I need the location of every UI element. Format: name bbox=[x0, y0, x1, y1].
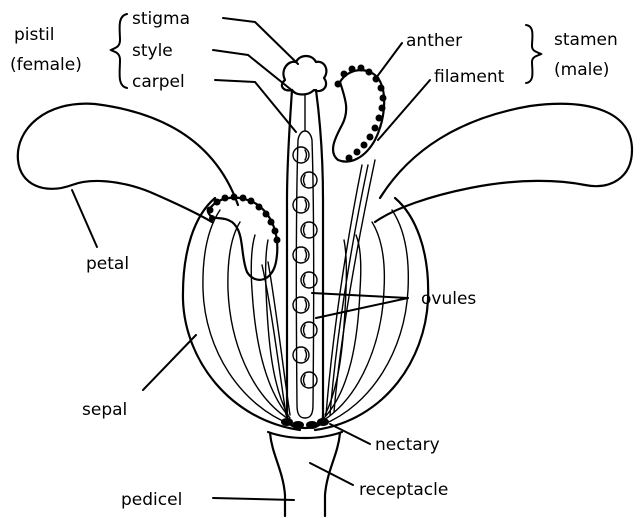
label-petal: petal bbox=[86, 254, 129, 274]
label-carpel: carpel bbox=[132, 72, 185, 92]
pedicel-left bbox=[270, 433, 285, 516]
label-male: (male) bbox=[554, 60, 609, 80]
label-pistil: pistil bbox=[14, 25, 54, 45]
right-petal bbox=[375, 104, 632, 222]
stamen-bracket bbox=[526, 25, 541, 83]
label-nectary: nectary bbox=[375, 435, 440, 455]
label-stamen: stamen bbox=[554, 30, 618, 50]
left-anther bbox=[208, 198, 277, 280]
label-female: (female) bbox=[10, 55, 82, 75]
pistil-bracket bbox=[111, 14, 127, 88]
label-ovules: ovules bbox=[421, 289, 476, 309]
label-anther: anther bbox=[406, 31, 462, 51]
label-style: style bbox=[132, 41, 173, 61]
label-pedicel: pedicel bbox=[121, 490, 182, 510]
label-filament: filament bbox=[434, 67, 505, 87]
receptacle bbox=[268, 432, 342, 438]
label-sepal: sepal bbox=[82, 400, 127, 420]
label-stigma: stigma bbox=[132, 9, 190, 29]
right-filament bbox=[326, 165, 362, 415]
sepal-veins bbox=[203, 210, 408, 425]
left-petal bbox=[18, 104, 238, 222]
label-receptacle: receptacle bbox=[359, 480, 448, 500]
